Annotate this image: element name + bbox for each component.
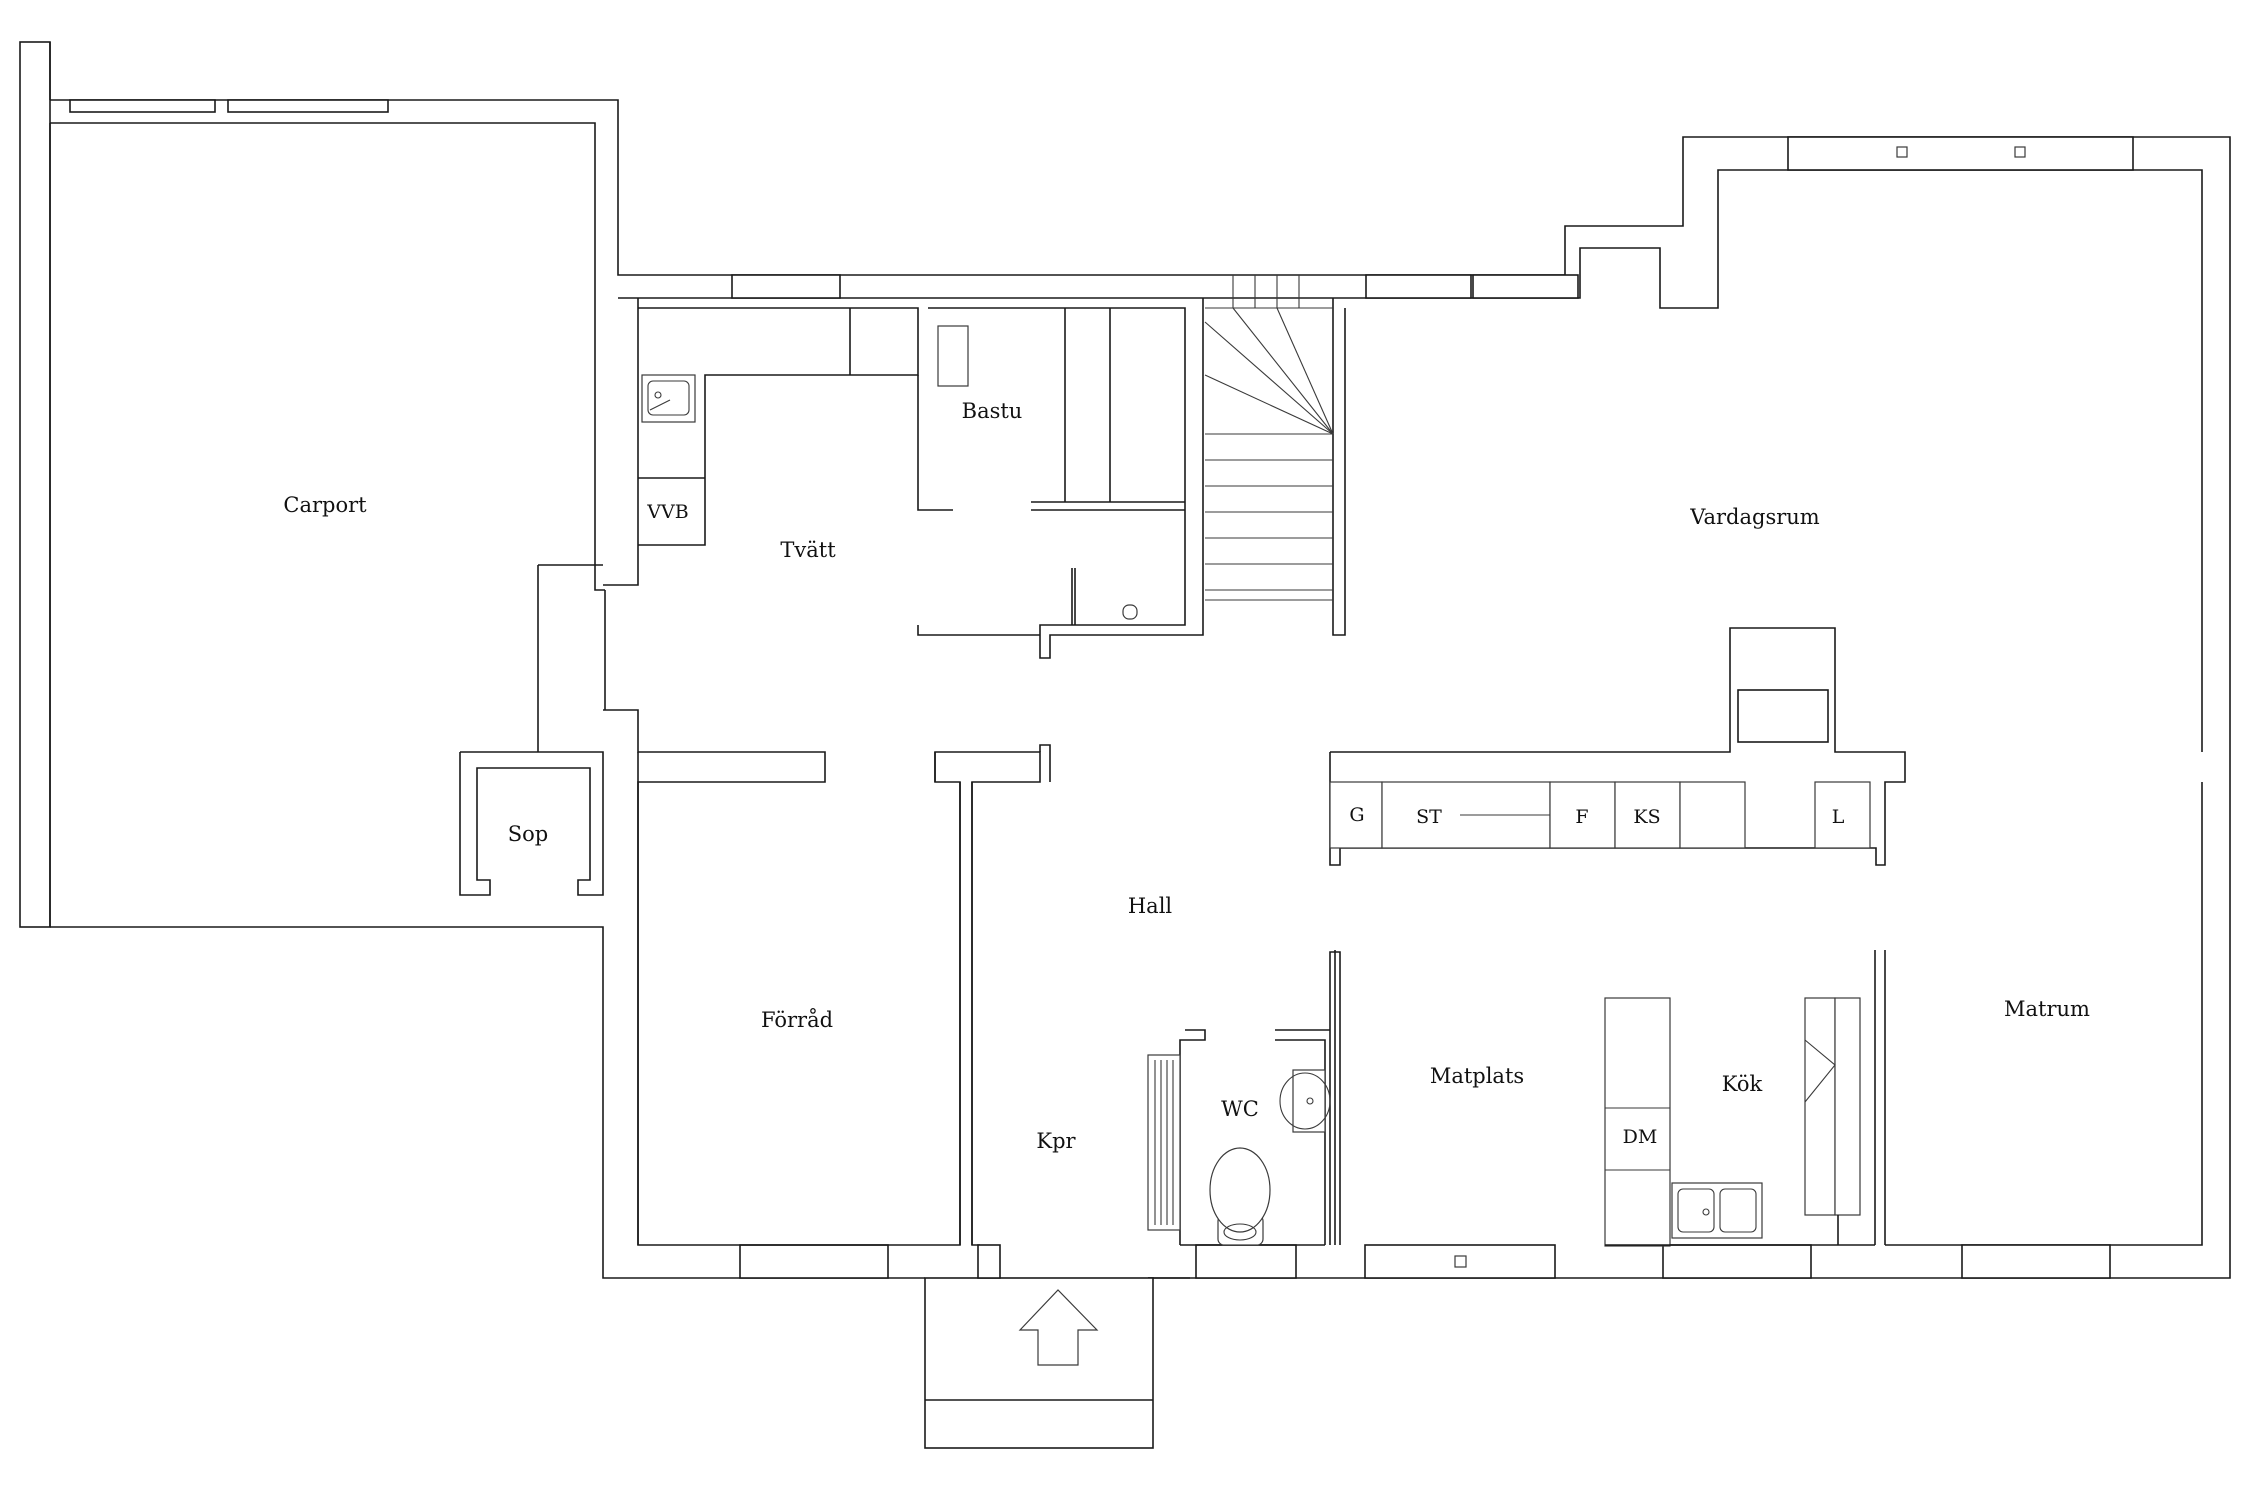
fixture-label-f: F (1575, 806, 1588, 828)
kitchen-units (1329, 627, 1906, 1247)
room-label-sop: Sop (508, 822, 548, 846)
stairs-icon (1204, 275, 1334, 601)
exterior-walls (19, 41, 2231, 1279)
fixture-label-l: L (1832, 806, 1845, 828)
room-labels: Carport Bastu Tvätt Vardagsrum Sop Hall … (283, 399, 2090, 1153)
bastu-stove (1122, 604, 1138, 620)
windows (69, 99, 2134, 1279)
fixture-label-dm: DM (1623, 1126, 1658, 1148)
room-label-carport: Carport (283, 493, 367, 517)
fixture-label-ks: KS (1633, 806, 1660, 828)
room-label-hall: Hall (1128, 894, 1173, 918)
room-label-bastu: Bastu (962, 399, 1023, 423)
sink-icon (1279, 1069, 1331, 1133)
fixture-labels: VVB G ST F KS L DM (646, 501, 1844, 1148)
room-label-matrum: Matrum (2004, 997, 2090, 1021)
room-label-matplats: Matplats (1430, 1064, 1524, 1088)
fixture-label-vvb: VVB (646, 501, 688, 523)
room-label-vardagsrum: Vardagsrum (1689, 505, 1820, 529)
room-label-wc: WC (1221, 1097, 1259, 1121)
room-label-tvatt: Tvätt (780, 538, 836, 562)
sink-icon (641, 374, 696, 423)
radiator-icon (1147, 1054, 1181, 1231)
toilet-icon (1209, 1147, 1271, 1246)
fixture-label-st: ST (1416, 806, 1442, 828)
hall-walls (459, 564, 1341, 1246)
sink-icon (1671, 1182, 1763, 1239)
room-label-kok: Kök (1722, 1072, 1763, 1096)
room-label-kpr: Kpr (1036, 1129, 1076, 1153)
entrance-arrow-icon (1018, 1289, 1099, 1366)
fixture-label-g: G (1349, 804, 1364, 826)
room-label-forrad: Förråd (761, 1008, 833, 1032)
